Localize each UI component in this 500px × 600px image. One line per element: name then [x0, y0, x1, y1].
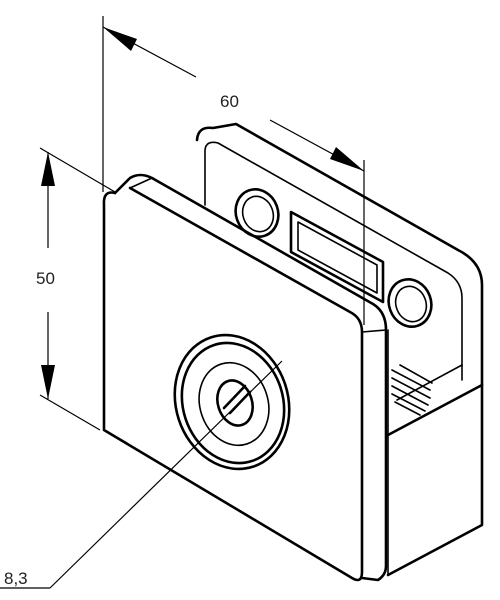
- height-arrow-top: [41, 152, 55, 186]
- gasket-ribs: [391, 364, 433, 416]
- width-label: 60: [220, 92, 239, 111]
- height-label: 50: [36, 269, 55, 288]
- screw-ring-outer: [173, 333, 291, 471]
- front-plate: [102, 173, 388, 582]
- hole-label: 8,3: [4, 569, 28, 588]
- mounting-hole-left: [234, 188, 280, 238]
- back-frame-outline: [195, 122, 484, 577]
- front-plate-top-crease: [129, 177, 153, 189]
- back-bracket: [195, 122, 484, 577]
- bracket-bottom-edge: [386, 383, 484, 437]
- front-plate-edge-line: [361, 329, 387, 333]
- dimension-hole: 8,3: [0, 360, 283, 589]
- center-slot: [289, 210, 385, 304]
- screw-cap: [173, 333, 291, 471]
- screw-ring-inner: [198, 361, 270, 447]
- mounting-hole-left-inner: [241, 195, 275, 233]
- dimension-height: 50: [36, 147, 116, 431]
- height-extension-top: [39, 147, 116, 193]
- width-arrow-right: [330, 147, 364, 171]
- center-slot-inner: [297, 221, 378, 294]
- hole-leader-line: [49, 360, 283, 589]
- front-plate-face: [102, 186, 364, 582]
- back-frame-inner: [204, 141, 463, 381]
- height-arrow-bottom: [41, 365, 55, 399]
- mounting-hole-right-inner: [394, 285, 428, 323]
- dimension-width: 60: [102, 16, 365, 325]
- width-arrow-left: [103, 27, 137, 51]
- mounting-hole-right: [387, 278, 433, 328]
- front-plate-top: [113, 173, 388, 582]
- screw-ring-middle: [180, 341, 286, 465]
- height-extension-bottom: [39, 394, 101, 431]
- screw-head: [216, 379, 254, 427]
